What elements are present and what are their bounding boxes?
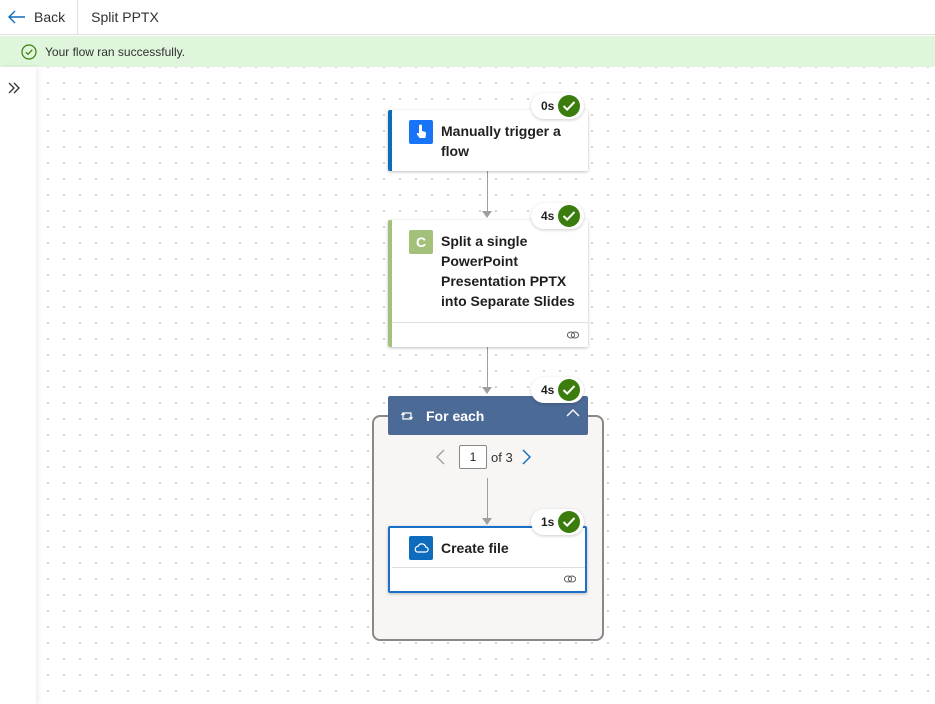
foreach-title: For each xyxy=(426,407,485,424)
next-iteration-button[interactable] xyxy=(519,445,535,469)
status-badge: 4s xyxy=(531,377,585,403)
previous-iteration-button[interactable] xyxy=(432,445,448,469)
connector-line xyxy=(487,347,488,387)
step-stripe xyxy=(388,220,392,347)
step-title: Create file xyxy=(441,540,509,556)
step-title-line: flow xyxy=(441,143,469,159)
back-button[interactable]: Back xyxy=(0,0,79,35)
success-check-icon xyxy=(558,379,581,401)
step-title-line: into Separate Slides xyxy=(441,293,575,309)
manual-trigger-icon xyxy=(409,120,433,144)
step-title-line: Presentation PPTX xyxy=(441,273,567,289)
step-card-split-pptx[interactable]: C Split a single PowerPoint Presentation… xyxy=(388,220,588,347)
left-rail xyxy=(0,67,36,704)
step-title-line: Manually trigger a xyxy=(441,123,561,139)
banner-message: Your flow ran successfully. xyxy=(45,44,186,59)
status-badge: 1s xyxy=(531,509,585,535)
back-label: Back xyxy=(34,9,66,25)
chevron-right-icon xyxy=(522,449,532,465)
connector-arrow xyxy=(482,387,492,394)
step-footer xyxy=(392,567,585,591)
flow-canvas[interactable] xyxy=(0,67,935,704)
success-check-icon xyxy=(558,205,581,227)
step-card-create-file[interactable]: Create file xyxy=(388,526,587,593)
onedrive-cloud-icon xyxy=(409,536,433,560)
flow-title: Split PPTX xyxy=(91,9,159,25)
duration-label: 4s xyxy=(541,383,555,397)
status-badge: 4s xyxy=(531,203,585,229)
iteration-count-label: of 3 xyxy=(491,449,513,465)
iteration-pager: of 3 xyxy=(432,445,535,469)
step-title: Manually trigger a flow xyxy=(441,121,561,161)
step-title-line: Split a single xyxy=(441,233,528,249)
success-check-icon xyxy=(558,511,581,533)
step-stripe xyxy=(388,110,392,171)
connector-letter: C xyxy=(415,234,427,250)
step-title-line: PowerPoint xyxy=(441,253,519,269)
step-card-manual-trigger[interactable]: Manually trigger a flow xyxy=(388,110,588,171)
step-footer xyxy=(392,322,588,347)
connector-arrow xyxy=(482,518,492,525)
duration-label: 0s xyxy=(541,99,555,113)
success-check-circle-icon xyxy=(21,43,37,60)
collapse-chevron-up-icon[interactable] xyxy=(566,408,580,418)
success-check-icon xyxy=(558,95,581,117)
duration-label: 1s xyxy=(541,515,555,529)
status-badge: 0s xyxy=(531,93,585,119)
top-bar: Back Split PPTX xyxy=(0,0,935,35)
connector-line xyxy=(487,171,488,211)
duration-label: 4s xyxy=(541,209,555,223)
chevron-left-icon xyxy=(435,449,444,465)
expand-panel-icon[interactable] xyxy=(5,79,23,97)
connector-arrow xyxy=(482,211,492,218)
back-arrow-icon xyxy=(8,10,25,24)
loop-icon xyxy=(401,411,413,420)
iteration-number-input[interactable] xyxy=(459,445,487,469)
success-banner: Your flow ran successfully. xyxy=(0,36,935,67)
step-title: Split a single PowerPoint Presentation P… xyxy=(441,231,575,311)
link-icon[interactable] xyxy=(563,573,577,585)
connector-c-icon: C xyxy=(409,230,433,254)
link-icon[interactable] xyxy=(566,329,580,341)
connector-line xyxy=(487,478,488,518)
